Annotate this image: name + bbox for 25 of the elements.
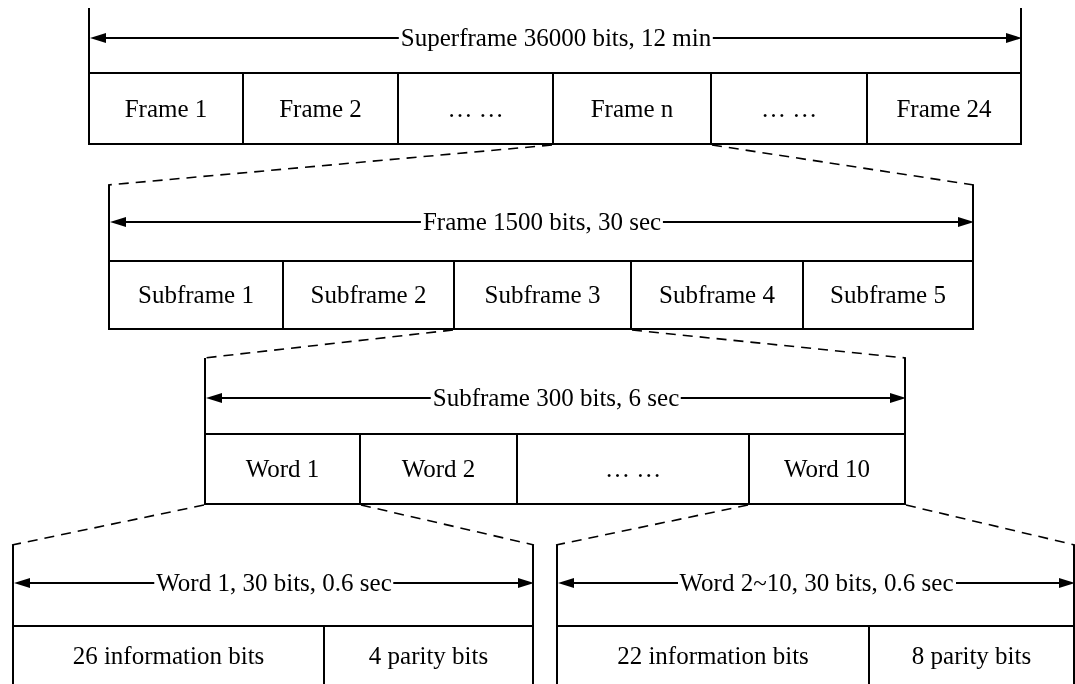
field-cell: Frame 2 <box>242 72 399 145</box>
zoom-line <box>905 504 1075 546</box>
zoom-line <box>555 504 749 546</box>
field-cell: Word 10 <box>748 433 906 505</box>
frame-row <box>108 185 974 330</box>
field-cell: Subframe 1 <box>108 260 284 330</box>
frame-row <box>204 358 906 505</box>
field-cell: Word 1 <box>204 433 361 505</box>
field-cell: Subframe 2 <box>282 260 455 330</box>
field-cell: Subframe 4 <box>630 260 804 330</box>
zoom-line <box>360 504 535 546</box>
zoom-line <box>11 504 205 546</box>
field-cell: Subframe 5 <box>802 260 974 330</box>
frame-row <box>12 545 534 684</box>
zoom-line <box>711 144 975 186</box>
field-cell: Frame 1 <box>88 72 244 145</box>
field-cell: … … <box>397 72 554 145</box>
frame-row <box>556 545 1075 684</box>
field-cell: Subframe 3 <box>453 260 632 330</box>
field-cell: Frame n <box>552 72 712 145</box>
field-cell: Frame 24 <box>866 72 1022 145</box>
field-cell: … … <box>516 433 750 505</box>
field-cell: Word 2 <box>359 433 518 505</box>
frame-row <box>88 8 1022 145</box>
field-cell: … … <box>710 72 868 145</box>
